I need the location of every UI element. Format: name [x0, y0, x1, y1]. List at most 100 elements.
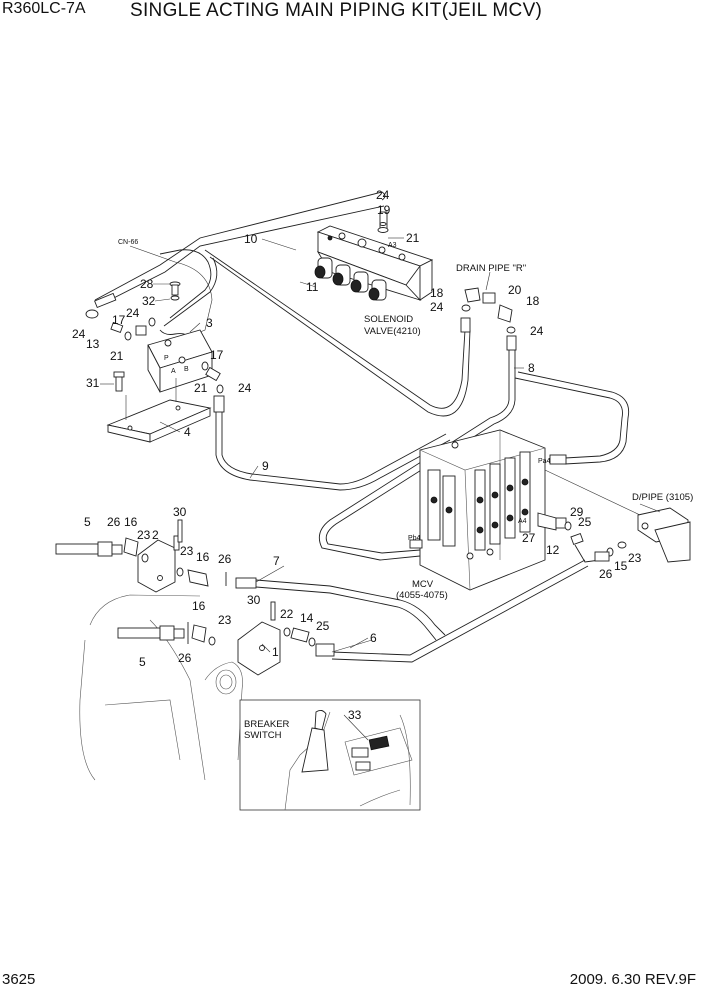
- callout-24e: 24: [430, 300, 444, 314]
- solenoid-coil-1: [314, 257, 333, 279]
- callout-31: 31: [86, 376, 100, 390]
- callout-10: 10: [244, 232, 258, 246]
- callout-20: 20: [508, 283, 522, 297]
- solenoid-valve-assembly: A3: [314, 211, 434, 301]
- callout-22: 22: [280, 607, 294, 621]
- callout-11: 11: [306, 280, 319, 294]
- callout-16: 16: [124, 515, 138, 529]
- port-a-label: A: [171, 368, 176, 375]
- drain-fittings: [461, 287, 516, 334]
- callout-2: 2: [152, 528, 159, 542]
- breaker-label-1: BREAKER: [244, 719, 290, 730]
- callout-numbers: 24 19 21 10 11 28 32 24 17 24 13 21 3 17…: [72, 188, 642, 722]
- callout-23b: 23: [180, 544, 194, 558]
- callout-27: 27: [522, 531, 536, 545]
- hose-9: [213, 395, 451, 491]
- revision-date: 2009. 6.30 REV.9F: [569, 971, 696, 988]
- port-b-label: B: [184, 366, 189, 373]
- callout-5: 5: [84, 515, 91, 529]
- hose-5-upper: [55, 535, 180, 563]
- callout-21c: 21: [194, 381, 208, 395]
- hose-12: [331, 544, 610, 663]
- fittings-left: [110, 317, 224, 394]
- solenoid-label-1: SOLENOID: [364, 314, 413, 325]
- callout-4: 4: [184, 425, 191, 439]
- callout-24b: 24: [126, 306, 140, 320]
- callout-9: 9: [262, 459, 269, 473]
- callout-23c: 23: [218, 613, 232, 627]
- callout-24f: 24: [530, 324, 544, 338]
- callout-17: 17: [112, 313, 126, 327]
- callout-33: 33: [348, 708, 362, 722]
- drain-pipe-label: DRAIN PIPE "R": [456, 263, 526, 274]
- port-pa4-label: Pa4: [538, 458, 551, 465]
- port-a3-label: A3: [388, 242, 397, 249]
- solenoid-coil-3: [350, 271, 369, 293]
- bracket-2: [137, 539, 176, 593]
- hose-6-leader: [331, 639, 373, 653]
- bracket-1: [237, 621, 281, 676]
- callout-26: 26: [107, 515, 121, 529]
- callout-13: 13: [86, 337, 100, 351]
- callout-21: 21: [406, 231, 420, 245]
- flange-a4: [537, 512, 584, 546]
- callout-15: 15: [614, 559, 628, 573]
- callout-26d: 26: [599, 567, 613, 581]
- callout-30b: 30: [247, 593, 261, 607]
- callout-14: 14: [300, 611, 314, 625]
- mcv-label-1: MCV: [412, 579, 434, 590]
- mounting-plate-4: [106, 378, 212, 443]
- bolt-28: [169, 281, 181, 301]
- callout-32: 32: [142, 294, 156, 308]
- callout-19: 19: [377, 203, 391, 217]
- page-number: 3625: [2, 971, 36, 988]
- callout-1: 1: [272, 645, 279, 659]
- mcv-spool-sections: [427, 441, 531, 560]
- text-labels: SOLENOID VALVE(4210) DRAIN PIPE "R" D/PI…: [244, 263, 693, 741]
- hose-7: [235, 577, 446, 641]
- fittings-30-22-14-25: [177, 519, 335, 657]
- port-p-label: P: [164, 355, 169, 362]
- callout-29: 29: [570, 505, 584, 519]
- solenoid-coil-4: [368, 279, 387, 301]
- boom-bracket-outline: [79, 594, 243, 781]
- callout-23d: 23: [628, 551, 642, 565]
- callout-26b: 26: [218, 552, 232, 566]
- port-pb4-label: Pb4: [408, 535, 421, 542]
- callout-3: 3: [206, 316, 213, 330]
- callout-23: 23: [137, 528, 151, 542]
- callout-18b: 18: [526, 294, 540, 308]
- callout-26c: 26: [178, 651, 192, 665]
- breaker-switch-inset: [239, 699, 421, 811]
- callout-21b: 21: [110, 349, 124, 363]
- callout-24d: 24: [238, 381, 252, 395]
- callout-8: 8: [528, 361, 535, 375]
- mcv-label-2: (4055-4075): [396, 590, 448, 601]
- dpipe-3105: [544, 469, 691, 563]
- callout-7: 7: [273, 554, 280, 568]
- callout-25b: 25: [578, 515, 592, 529]
- leader-lines: [100, 237, 661, 741]
- port-a4-label: A4: [518, 518, 527, 525]
- mcv-assembly: Pa4 Pb4 A4: [408, 429, 551, 591]
- fittings-16-23-26-upper: [176, 567, 227, 587]
- solenoid-label-2: VALVE(4210): [364, 326, 421, 337]
- callout-17b: 17: [210, 348, 224, 362]
- solenoid-coil-2: [332, 264, 351, 286]
- callout-24c: 24: [72, 327, 86, 341]
- callout-16c: 16: [192, 599, 206, 613]
- dpipe-label: D/PIPE (3105): [632, 492, 693, 503]
- callout-16b: 16: [196, 550, 210, 564]
- callout-24: 24: [376, 188, 390, 202]
- callout-18: 18: [430, 286, 444, 300]
- callout-5b: 5: [139, 655, 146, 669]
- model-number: R360LC-7A: [2, 0, 86, 17]
- callout-12: 12: [546, 543, 560, 557]
- callout-30: 30: [173, 505, 187, 519]
- callout-28: 28: [140, 277, 154, 291]
- bolt-31: [113, 371, 125, 392]
- breaker-label-2: SWITCH: [244, 730, 282, 741]
- hose-10: [85, 191, 386, 319]
- callout-25: 25: [316, 619, 330, 633]
